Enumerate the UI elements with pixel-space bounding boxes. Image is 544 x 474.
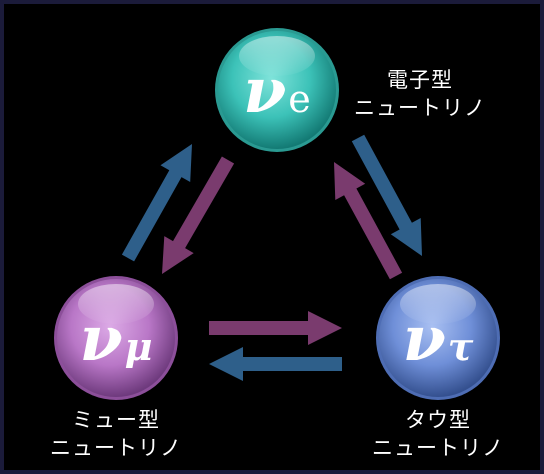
arrow-electron-to-muon — [162, 156, 235, 274]
muon-neutrino-node: νμ — [54, 276, 178, 400]
arrow-tau-to-muon — [209, 347, 342, 381]
muon-neutrino-label: ミュー型 ニュートリノ — [36, 406, 196, 462]
tau-neutrino-label: タウ型 ニュートリノ — [358, 406, 518, 462]
tau-neutrino-label-line2: ニュートリノ — [372, 436, 504, 460]
tau-neutrino-subscript: τ — [448, 324, 474, 369]
muon-neutrino-label-line2: ニュートリノ — [50, 436, 182, 460]
arrow-tau-to-electron — [334, 162, 403, 280]
electron-neutrino-label: 電子型 ニュートリノ — [340, 66, 500, 122]
arrow-electron-to-tau — [351, 134, 422, 256]
tau-neutrino-label-line1: タウ型 — [405, 408, 471, 432]
tau-neutrino-symbol: ν — [403, 302, 446, 375]
svg-text:νe: νe — [243, 54, 311, 127]
arrow-muon-to-electron — [121, 144, 192, 262]
muon-neutrino-symbol: ν — [80, 302, 123, 375]
svg-text:ντ: ντ — [403, 302, 474, 375]
electron-neutrino-label-line1: 電子型 — [387, 68, 453, 92]
arrow-muon-to-tau — [209, 311, 342, 345]
muon-neutrino-label-line1: ミュー型 — [72, 408, 160, 432]
electron-neutrino-symbol: ν — [243, 54, 286, 127]
electron-neutrino-subscript: e — [288, 77, 311, 121]
muon-neutrino-subscript: μ — [125, 324, 153, 369]
electron-neutrino-node: νe — [215, 28, 339, 152]
electron-neutrino-label-line2: ニュートリノ — [354, 96, 486, 120]
svg-text:νμ: νμ — [80, 302, 153, 375]
oscillation-diagram: νe νμ ντ 電子型 ニュートリノ ミュー型 ニュートリノ — [4, 4, 540, 470]
tau-neutrino-node: ντ — [376, 276, 500, 400]
diagram-canvas: νe νμ ντ — [54, 28, 500, 400]
